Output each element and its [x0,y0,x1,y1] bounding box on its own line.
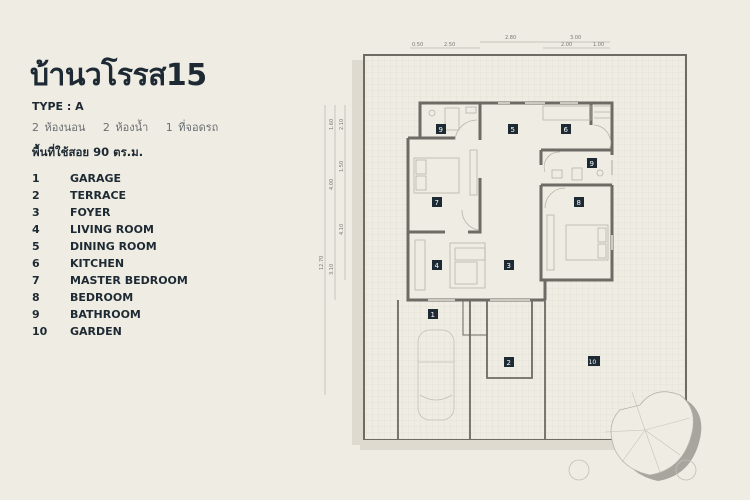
svg-text:4.10: 4.10 [339,224,345,235]
svg-text:0.50: 0.50 [412,42,423,48]
furniture [413,105,612,291]
svg-text:1.00: 1.00 [593,42,604,48]
usable-area: พื้นที่ใช้สอย 90 ตร.ม. [32,145,144,159]
svg-text:2: 2 [507,359,511,367]
house-floor [408,103,612,300]
svg-text:10: 10 [589,359,597,366]
svg-text:3.10: 3.10 [329,264,335,275]
svg-text:2.00: 2.00 [561,42,572,48]
svg-text:9: 9 [439,126,443,134]
house-type: TYPE : A [32,100,84,113]
svg-text:3.00: 3.00 [570,35,581,41]
svg-text:1.50: 1.50 [339,161,345,172]
tree-icon [604,391,702,481]
svg-text:1: 1 [431,311,435,319]
svg-text:8: 8 [577,199,581,207]
spec-parking: 1 ที่จอดรถ [165,121,219,134]
svg-text:12.70: 12.70 [319,256,325,270]
dimensions-top [410,41,610,49]
spec-bathrooms: 2 ห้องน้ำ [102,121,149,134]
svg-text:2.10: 2.10 [339,119,345,130]
house-specs: 2 ห้องนอน 2 ห้องน้ำ 1 ที่จอดรถ [32,118,230,136]
svg-text:9: 9 [590,160,594,168]
page-title: บ้านวโรรส15 [30,58,207,93]
svg-text:5: 5 [511,126,515,134]
car-icon [417,329,455,421]
svg-text:2.80: 2.80 [505,35,516,41]
garage-terrace [397,299,546,440]
svg-text:3: 3 [507,262,511,270]
svg-text:2.50: 2.50 [444,42,455,48]
svg-text:1.60: 1.60 [329,119,335,130]
svg-text:4: 4 [435,262,440,270]
spec-bedrooms: 2 ห้องนอน [32,121,86,134]
svg-text:4.00: 4.00 [329,179,335,190]
dimensions-left [324,105,346,395]
svg-text:7: 7 [435,199,439,207]
windows [428,102,613,301]
shrub-icon [675,459,697,481]
svg-text:6: 6 [564,126,569,134]
room-tags: 1 2 3 4 5 6 7 8 9 9 10 [428,124,600,367]
site-shadow [352,60,364,445]
shrub-icon [568,459,590,481]
